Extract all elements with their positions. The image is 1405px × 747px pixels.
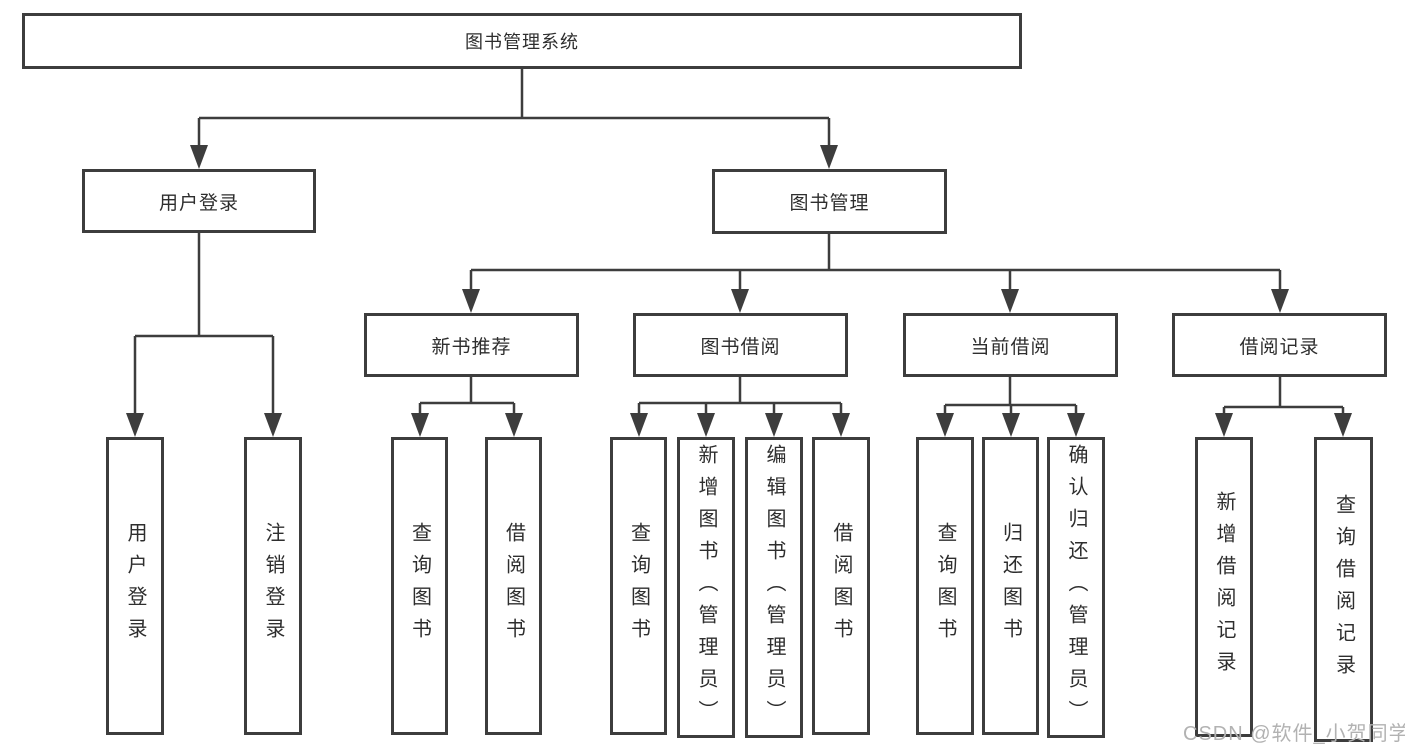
connector-recommend-to-leaves [418,377,516,433]
arrowhead-icon [1334,413,1352,437]
node-book-management-system: 图书管理系统 [22,13,1022,69]
node-borrow-records: 借阅记录 [1172,313,1387,377]
leaf-query-books-borrow: 查询图书 [610,437,667,735]
arrowhead-icon [936,413,954,437]
arrowhead-icon [820,145,838,169]
arrowhead-icon [1271,289,1289,313]
arrowhead-icon [832,413,850,437]
arrowhead-icon [697,413,715,437]
leaf-borrow-books-recommend: 借阅图书 [485,437,542,735]
arrowhead-icon [731,289,749,313]
leaf-query-borrow-record: 查询借阅记录 [1314,437,1373,742]
arrowhead-icon [1215,413,1233,437]
arrowhead-icon [190,145,208,169]
connector-root-to-level2 [197,69,831,165]
arrowhead-icon [1001,289,1019,313]
arrowhead-icon [264,413,282,437]
arrowhead-icon [630,413,648,437]
node-book-borrow: 图书借阅 [633,313,848,377]
arrowhead-icon [505,413,523,437]
connector-bookmgmt-to-level3 [469,234,1282,309]
connector-records-to-leaves [1222,377,1345,433]
leaf-edit-book-admin: 编辑图书（管理员） [745,437,803,738]
leaf-query-books-recommend: 查询图书 [391,437,448,735]
leaf-borrow-books: 借阅图书 [812,437,870,735]
node-current-borrow: 当前借阅 [903,313,1118,377]
node-book-management: 图书管理 [712,169,947,234]
arrowhead-icon [765,413,783,437]
arrowhead-icon [1002,413,1020,437]
arrowhead-icon [126,413,144,437]
connector-borrow-to-leaves [637,377,843,433]
leaf-confirm-return-admin: 确认归还（管理员） [1047,437,1105,738]
leaf-add-book-admin: 新增图书（管理员） [677,437,735,738]
connector-userlogin-to-leaves [133,233,275,433]
node-user-login: 用户登录 [82,169,316,233]
watermark: CSDN @软件_小贺同学 [1183,723,1405,745]
leaf-return-book: 归还图书 [982,437,1039,735]
connector-current-to-leaves [943,377,1078,433]
arrowhead-icon [462,289,480,313]
arrowhead-icon [411,413,429,437]
leaf-logout: 注销登录 [244,437,302,735]
arrowhead-icon [1067,413,1085,437]
leaf-user-login: 用户登录 [106,437,164,735]
node-new-book-recommend: 新书推荐 [364,313,579,377]
leaf-add-borrow-record: 新增借阅记录 [1195,437,1253,737]
leaf-query-books-current: 查询图书 [916,437,974,735]
